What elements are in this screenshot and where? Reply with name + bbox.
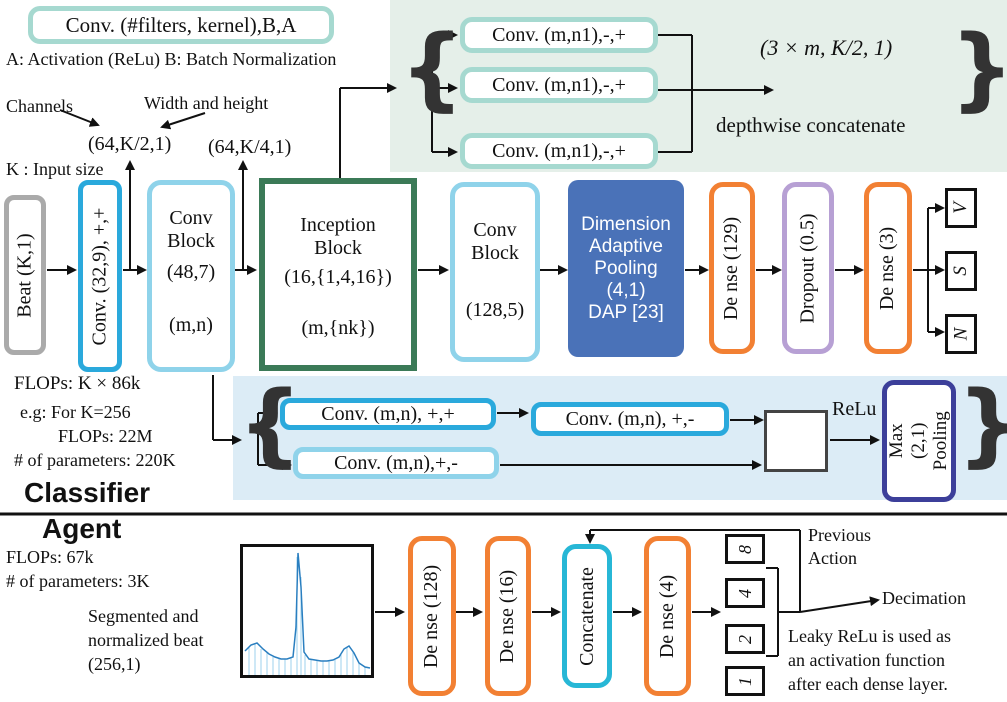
residual-conv-c-text: Conv. (m,n),+,- [334,451,458,474]
output-n-text: N [950,327,971,341]
inception-block-sub: (m,{nk}) [301,317,375,339]
maxpool-text: Max (2,1) Pooling [886,411,951,471]
agent-dense-4: De nse (4) [644,536,691,696]
residual-right-brace: } [957,380,1007,470]
inception-conv-1: Conv. (m,n1),-,+ [460,17,658,53]
action-2: 2 [725,624,765,654]
depthwise-concatenate-label: depthwise concatenate [716,113,906,137]
output-v-text: V [949,202,971,214]
residual-conv-a: Conv. (m,n), +,+ [280,398,496,430]
beat-waveform-image [240,544,374,678]
inception-conv-1-text: Conv. (m,n1),-,+ [492,23,626,46]
agent-note-3: after each dense layer. [788,674,948,694]
dap-line5: DAP [23] [588,301,664,323]
maxpool: Max (2,1) Pooling [882,380,956,502]
decimation-label: Decimation [882,588,966,608]
dap-block: Dimension Adaptive Pooling (4,1) DAP [23… [568,180,684,357]
action-4: 4 [725,578,765,608]
inception-left-brace: { [400,16,465,121]
classifier-flops: FLOPs: K × 86k [14,373,141,394]
agent-note-2: an activation function [788,650,945,670]
agent-dense-128: De nse (128) [408,536,456,696]
dropout: Dropout (0.5) [782,182,834,354]
classifier-example: e.g: For K=256 [20,402,131,422]
agent-note-1: Leaky ReLu is used as [788,626,951,646]
agent-dense-4-text: De nse (4) [656,574,678,658]
output-s: S [945,251,977,291]
agent-input-desc-3: (256,1) [88,654,141,674]
agent-concatenate-text: Concatenate [575,566,598,666]
inception-conv-3: Conv. (m,n1),-,+ [460,133,658,169]
agent-dense-128-text: De nse (128) [420,564,443,668]
conv-block-1-title: Conv Block [167,207,215,252]
conv-block-1-sub: (m,n) [169,314,213,336]
residual-conv-b-text: Conv. (m,n), +,- [565,407,695,430]
dense-129-text: De nse (129) [720,216,743,320]
residual-conv-a-text: Conv. (m,n), +,+ [321,402,455,425]
inception-block-title: Inception Block [300,214,376,259]
previous-action-label: Previous Action [808,525,871,569]
input-size-label: K : Input size [6,159,104,179]
conv-first: Conv. (32,9), +,+ [78,180,122,372]
conv-block-1: Conv Block (48,7) (m,n) [147,180,235,372]
beat-input: Beat (K,1) [4,195,46,355]
agent-dense-16: De nse (16) [485,536,531,696]
output-n: N [945,314,977,354]
agent-input-desc-1: Segmented and [88,606,199,626]
agent-dense-16-text: De nse (16) [496,569,519,663]
channels-label: Channels [6,96,73,116]
inception-block: Inception Block (16,{1,4,16}) (m,{nk}) [259,178,417,371]
legend-activation-bn: A: Activation (ReLu) B: Batch Normalizat… [6,49,337,69]
conv-block-2-title: Conv Block [471,219,519,264]
action-4-text: 4 [734,588,755,598]
add-operation [764,410,828,472]
classifier-flops-example: FLOPs: 22M [58,426,153,446]
dense-3-text: De nse (3) [876,226,899,310]
inception-conv-2-text: Conv. (m,n1),-,+ [492,73,626,96]
dropout-text: Dropout (0.5) [796,213,819,323]
dense-129: De nse (129) [709,182,755,354]
inception-conv-3-text: Conv. (m,n1),-,+ [492,139,626,162]
inception-right-brace: } [950,24,1007,114]
agent-title: Agent [42,513,122,544]
relu-label: ReLu [832,398,877,420]
agent-input-desc-2: normalized beat [88,630,204,650]
legend-conv-format-text: Conv. (#filters, kernel),B,A [65,12,297,37]
residual-conv-c: Conv. (m,n),+,- [293,447,499,479]
classifier-title: Classifier [24,477,151,508]
conv-block-2-params: (128,5) [465,299,525,321]
action-8: 8 [725,534,765,564]
conv-block-1-params: (48,7) [166,261,216,283]
agent-flops: FLOPs: 67k [6,547,94,567]
dap-line3: Pooling [594,257,658,279]
conv-block-2: Conv Block (128,5) [450,182,540,362]
inception-block-params: (16,{1,4,16}) [284,266,392,288]
beat-waveform [244,552,371,675]
dap-line2: Adaptive [589,235,663,257]
beat-input-text: Beat (K,1) [13,232,36,318]
dims-label-2: (64,K/4,1) [208,136,292,158]
dap-line4: (4,1) [606,279,646,301]
residual-conv-b: Conv. (m,n), +,- [531,402,729,436]
action-1-text: 1 [734,676,755,686]
dap-line1: Dimension [581,213,671,235]
agent-concatenate: Concatenate [562,544,612,688]
output-s-text: S [950,266,971,276]
dense-3: De nse (3) [864,182,912,354]
inception-conv-2: Conv. (m,n1),-,+ [460,67,658,103]
conv-first-text: Conv. (32,9), +,+ [88,207,111,345]
action-8-text: 8 [734,544,755,554]
action-2-text: 2 [734,634,755,644]
inception-output-shape: (3 × m, K/2, 1) [760,35,893,60]
action-1: 1 [725,666,765,696]
classifier-params: # of parameters: 220K [14,450,176,470]
legend-conv-format: Conv. (#filters, kernel),B,A [28,6,334,44]
output-v: V [945,188,977,228]
dims-label-1: (64,K/2,1) [88,133,172,155]
width-height-label: Width and height [144,93,269,113]
agent-params: # of parameters: 3K [6,571,150,591]
